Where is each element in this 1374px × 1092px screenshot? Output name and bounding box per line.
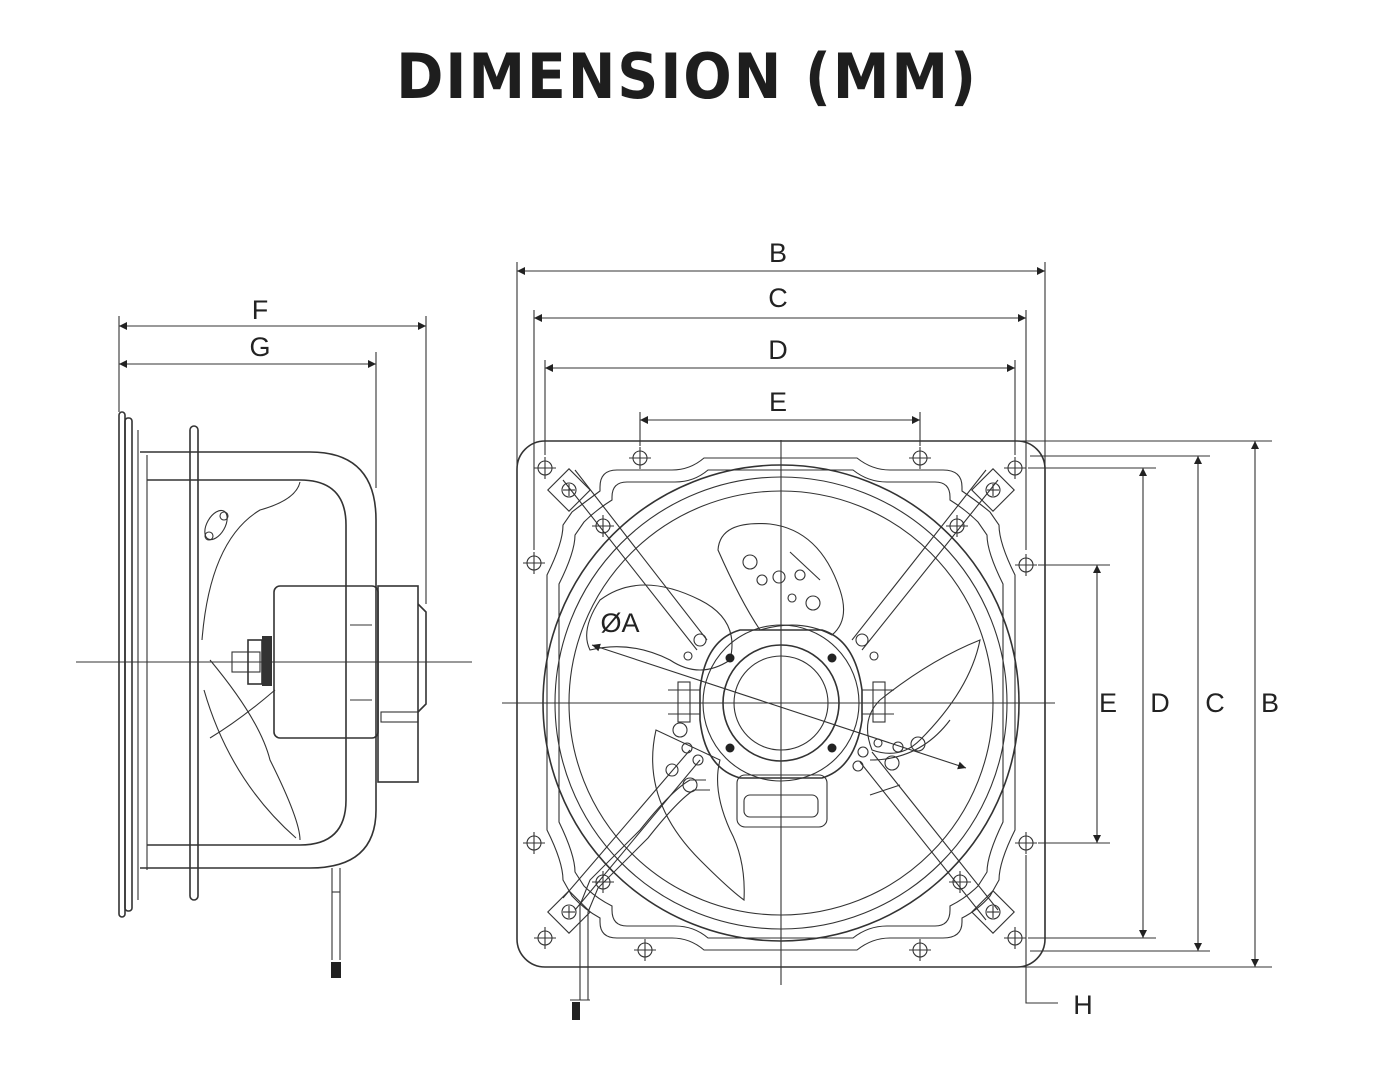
label-b-right: B: [1261, 688, 1279, 718]
page-title: DIMENSION (MM): [396, 40, 978, 113]
side-mounting-plate: [118, 411, 199, 918]
side-wire-guard: [140, 451, 377, 869]
dimension-d-top: D: [544, 335, 1016, 455]
front-mounting-bolts: [522, 446, 1038, 962]
dimension-c-right: C: [1030, 455, 1225, 952]
label-e-right: E: [1099, 688, 1117, 718]
dimension-b-right: B: [1017, 440, 1279, 968]
label-diameter-a: ØA: [600, 608, 639, 638]
label-d-top: D: [768, 335, 788, 365]
side-motor: [273, 585, 427, 783]
dimension-diameter-a: ØA: [591, 608, 967, 770]
label-f: F: [252, 295, 269, 325]
front-cable: [570, 779, 710, 1020]
dimension-g: G: [119, 332, 377, 488]
dimension-b-top: B: [516, 238, 1046, 930]
dimension-e-right: E: [1038, 564, 1117, 844]
front-support-struts: [562, 469, 999, 921]
front-inner-frame: [546, 457, 1016, 951]
side-view: F G: [76, 295, 472, 978]
dimension-d-right: D: [1028, 467, 1170, 939]
dimension-f: F: [118, 295, 427, 604]
label-c-right: C: [1205, 688, 1225, 718]
label-d-right: D: [1150, 688, 1170, 718]
label-h: H: [1073, 990, 1093, 1020]
side-shaft-hub: [231, 636, 272, 686]
label-g: G: [249, 332, 270, 362]
front-blade-holes: [665, 554, 926, 793]
dimension-e-top: E: [639, 387, 921, 446]
side-cable: [331, 868, 341, 978]
dimension-h: H: [1025, 855, 1093, 1020]
label-b-top: B: [769, 238, 787, 268]
label-c-top: C: [768, 283, 788, 313]
dimension-c-top: C: [533, 283, 1027, 550]
label-e-top: E: [769, 387, 787, 417]
front-view: ØA B C D E: [502, 238, 1279, 1020]
front-fan-blades: [586, 522, 981, 902]
side-fan-blades: [201, 481, 301, 841]
